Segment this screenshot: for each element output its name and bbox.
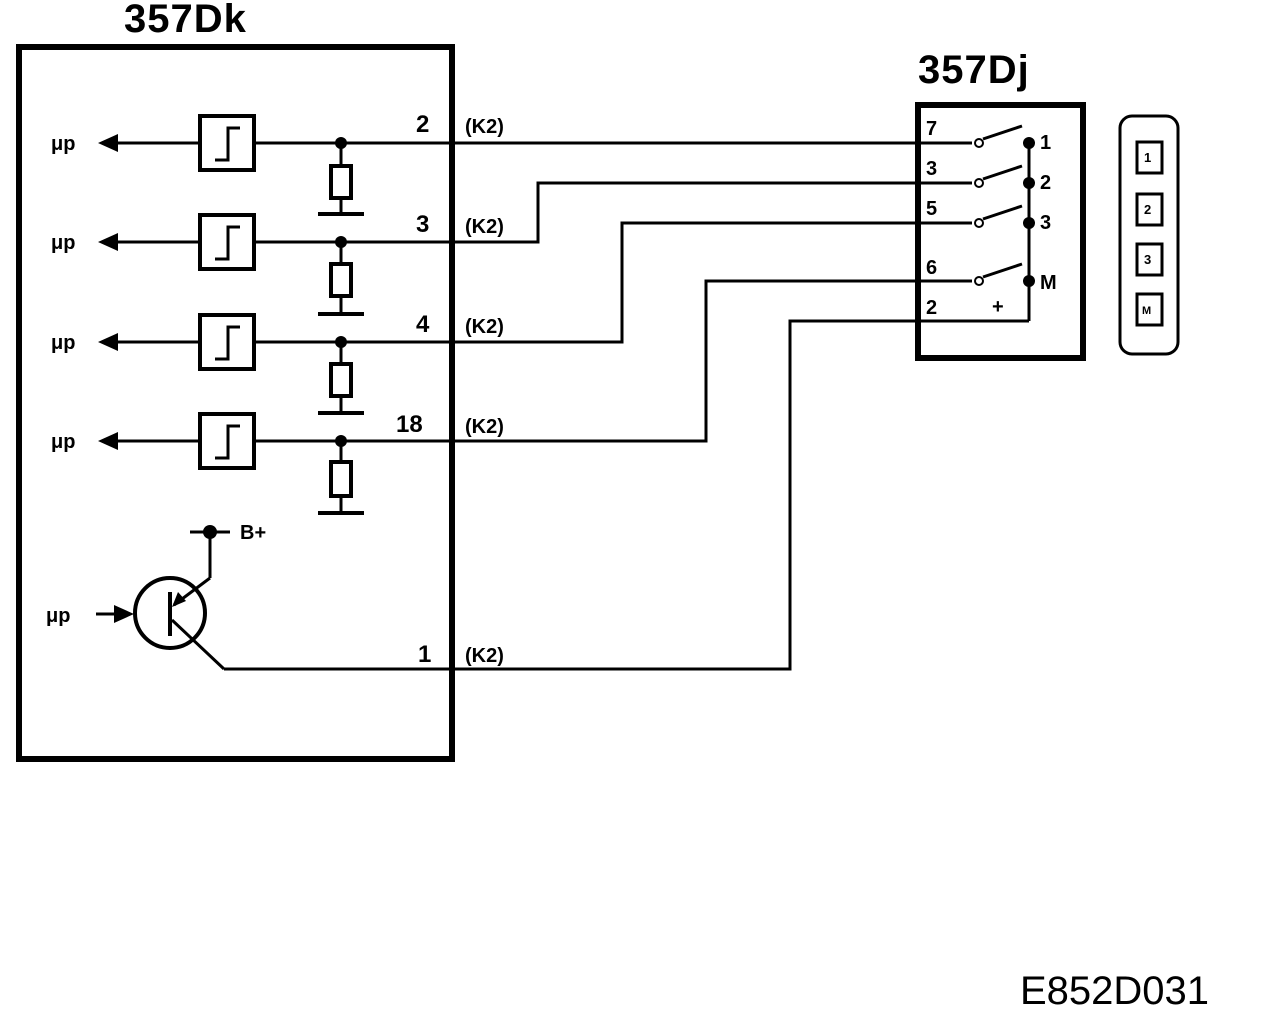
arrow-left-icon	[98, 233, 118, 251]
pin-number: 1	[418, 641, 431, 668]
pin-number: 2	[416, 111, 429, 138]
switch-pin: 2	[926, 297, 937, 319]
keypad-housing	[1118, 114, 1180, 356]
figure-code: E852D031	[1020, 969, 1209, 1013]
keypad-key	[1135, 242, 1164, 277]
channel-row: μp 18 (K2)	[51, 411, 504, 515]
resistor-icon	[329, 460, 353, 498]
module-357dk-box	[16, 44, 455, 762]
keypad-key-label: 1	[1144, 150, 1151, 165]
arrow-left-icon	[98, 134, 118, 152]
up-label: μp	[46, 605, 70, 627]
module-title-357dk: 357Dk	[124, 0, 247, 41]
transistor-icon	[133, 576, 207, 650]
switch-output: 2	[1040, 172, 1051, 194]
channel-row: μp 4 (K2)	[51, 311, 504, 415]
keypad-key-label: 2	[1144, 202, 1151, 217]
connector-label: (K2)	[465, 416, 504, 438]
pin-number: 4	[416, 311, 430, 338]
transistor-stage: B+ μp 1 (K2)	[46, 522, 504, 671]
resistor-icon	[329, 362, 353, 398]
module-357dj-box	[915, 102, 1086, 361]
connector-label: (K2)	[465, 645, 504, 667]
arrow-left-icon	[98, 432, 118, 450]
resistor-icon	[329, 262, 353, 298]
resistor-icon	[329, 164, 353, 200]
switch-icon	[982, 164, 1023, 181]
supply-label: B+	[240, 522, 266, 544]
arrow-left-icon	[98, 333, 118, 351]
switch-icon	[982, 262, 1023, 279]
connector-label: (K2)	[465, 116, 504, 138]
module-title-357dj: 357Dj	[918, 48, 1030, 92]
channel-row: μp 2 (K2)	[51, 111, 504, 216]
switch-bank: 7 3 5 6 2 1 2 3 M +	[926, 118, 1057, 321]
switch-output: M	[1040, 272, 1057, 294]
up-label: μp	[51, 232, 75, 254]
switch-pin: 3	[926, 158, 937, 180]
keypad-key-label: 3	[1144, 252, 1151, 267]
switch-pin: 5	[926, 198, 937, 220]
switch-pin: 6	[926, 257, 937, 279]
switch-output: +	[992, 296, 1004, 318]
switch-output: 3	[1040, 212, 1051, 234]
switch-icon	[982, 124, 1023, 141]
connector-label: (K2)	[465, 216, 504, 238]
keypad-key	[1135, 140, 1164, 175]
pin-number: 18	[396, 411, 423, 438]
switch-pin: 7	[926, 118, 937, 140]
pin-number: 3	[416, 211, 429, 238]
up-label: μp	[51, 332, 75, 354]
keypad-key	[1135, 292, 1164, 327]
up-label: μp	[51, 133, 75, 155]
connector-label: (K2)	[465, 316, 504, 338]
input-channels: μp 2 (K2) μp 3 (K2)	[51, 111, 504, 515]
channel-row: μp 3 (K2)	[51, 211, 504, 316]
arrow-right-icon	[114, 605, 134, 623]
up-label: μp	[51, 431, 75, 453]
keypad-key	[1135, 192, 1164, 227]
switch-output: 1	[1040, 132, 1051, 154]
keypad-key-label: M	[1142, 305, 1151, 317]
keypad: 1 2 3 M	[1118, 114, 1180, 356]
switch-icon	[982, 204, 1023, 221]
harness-wires	[452, 141, 1029, 671]
